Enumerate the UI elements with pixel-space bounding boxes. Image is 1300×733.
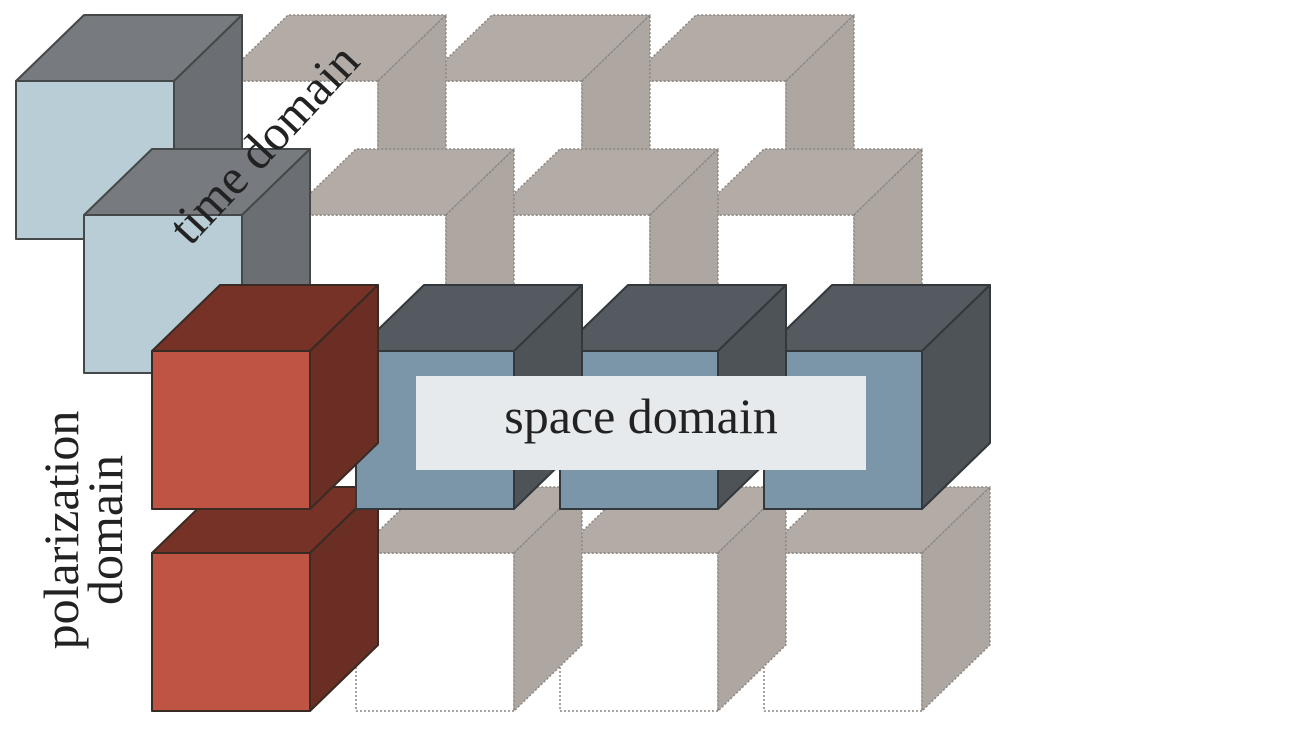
cube-front-face: [559, 552, 719, 712]
space-domain-label: space domain: [504, 388, 778, 444]
cube-front-face: [355, 552, 515, 712]
space-domain-label-box: [416, 376, 866, 470]
polarization-domain-label-line1: polarization: [33, 411, 89, 650]
cube-side-face: [921, 486, 991, 712]
cube-front-face: [151, 350, 311, 510]
cube-empty-l0-r1-c1: [355, 486, 583, 712]
polarization-domain-label-line2: domain: [77, 455, 133, 605]
cube-grid: [15, 14, 991, 712]
cube-side-face: [717, 486, 787, 712]
cube-side-face: [921, 284, 991, 510]
cube-empty-l0-r1-c2: [559, 486, 787, 712]
cube-side-face: [309, 284, 379, 510]
cube-red-l0-r0-c0: [151, 284, 379, 510]
cube-front-face: [763, 552, 923, 712]
cube-empty-l0-r1-c3: [763, 486, 991, 712]
space-domain-label-group: space domain: [416, 376, 866, 470]
cube-side-face: [513, 486, 583, 712]
cube-front-face: [151, 552, 311, 712]
cube-red-l0-r1-c0: [151, 486, 379, 712]
